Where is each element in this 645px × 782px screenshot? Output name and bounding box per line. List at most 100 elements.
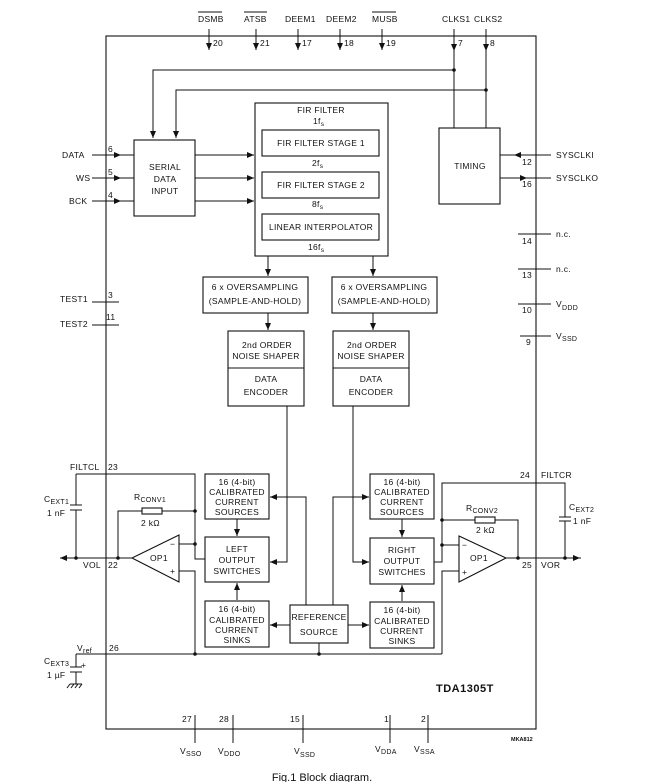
- bottom-pins: 27 VSSO 28 VDDO 15 VSSD 1 VDDA 2 VSSA: [180, 714, 435, 759]
- svg-text:CEXT3: CEXT3: [44, 656, 69, 668]
- svg-text:RCONV2: RCONV2: [466, 503, 498, 515]
- svg-text:CURRENT: CURRENT: [215, 497, 259, 507]
- pin-number: 7: [458, 38, 463, 48]
- pin-number: 13: [522, 270, 532, 280]
- opamp-right: [458, 535, 508, 583]
- svg-text:CALIBRATED: CALIBRATED: [209, 487, 265, 497]
- pin-number: 14: [522, 236, 532, 246]
- svg-text:RCONV1: RCONV1: [134, 492, 166, 504]
- pin-number: 16: [522, 179, 532, 189]
- right-current-sources: 16 (4-bit) CALIBRATED CURRENT SOURCES: [369, 473, 435, 520]
- left-output-switches: LEFT OUTPUT SWITCHES: [204, 536, 270, 583]
- pin-number: 12: [522, 157, 532, 167]
- pin-dsmb: DSMB 20: [198, 11, 224, 50]
- svg-text:VSSD: VSSD: [556, 331, 577, 343]
- svg-text:28: 28: [219, 714, 229, 724]
- pin-deem1: DEEM1 17: [285, 14, 315, 50]
- clock-routing: [150, 68, 488, 138]
- svg-text:2: 2: [421, 714, 426, 724]
- pin-number: 9: [526, 337, 531, 347]
- timing-block: [438, 127, 501, 205]
- pin-label: n.c.: [556, 229, 571, 239]
- vref-section: Vref 26 + CEXT3 1 µF: [44, 643, 442, 689]
- svg-text:Vref: Vref: [77, 643, 92, 655]
- svg-text:16 (4-bit): 16 (4-bit): [218, 604, 255, 614]
- svg-text:SINKS: SINKS: [223, 635, 250, 645]
- svg-text:SOURCES: SOURCES: [215, 507, 259, 517]
- pin-number: 22: [108, 560, 118, 570]
- svg-text:RIGHT: RIGHT: [388, 545, 416, 555]
- oversampling-left: [202, 276, 309, 314]
- pin-number: 20: [213, 38, 223, 48]
- svg-text:VSSO: VSSO: [180, 746, 202, 758]
- pin-label: TEST1: [60, 294, 88, 304]
- svg-text:1 nF: 1 nF: [47, 508, 65, 518]
- svg-text:REFERENCE: REFERENCE: [291, 612, 346, 622]
- pin-number: 3: [108, 290, 113, 300]
- pin-number: 17: [302, 38, 312, 48]
- svg-text:ENCODER: ENCODER: [349, 387, 394, 397]
- block-label: (SAMPLE-AND-HOLD): [209, 296, 301, 306]
- left-current-sources: 16 (4-bit) CALIBRATED CURRENT SOURCES: [204, 473, 270, 520]
- svg-text:VSSD: VSSD: [294, 746, 315, 759]
- svg-text:CALIBRATED: CALIBRATED: [374, 487, 430, 497]
- pin-label: BCK: [69, 196, 87, 206]
- svg-text:CALIBRATED: CALIBRATED: [209, 615, 265, 625]
- pin-label: CLKS1: [442, 14, 470, 24]
- block-label: LINEAR INTERPOLATOR: [269, 222, 373, 232]
- pin-number: 19: [386, 38, 396, 48]
- svg-text:NOISE SHAPER: NOISE SHAPER: [337, 351, 404, 361]
- arrow-icon: [451, 44, 457, 51]
- pin-clks1: CLKS1 7: [442, 14, 470, 128]
- pin-number: 23: [108, 462, 118, 472]
- svg-text:+: +: [462, 567, 467, 577]
- pin-label: TEST2: [60, 319, 88, 329]
- svg-text:CEXT2: CEXT2: [569, 502, 594, 514]
- right-current-sinks: 16 (4-bit) CALIBRATED CURRENT SINKS: [369, 601, 435, 649]
- block-label: FIR FILTER STAGE 2: [277, 180, 365, 190]
- block-label: DATA: [154, 174, 177, 184]
- svg-text:16 (4-bit): 16 (4-bit): [383, 605, 420, 615]
- arrow-icon: [60, 555, 67, 561]
- pin-number: 6: [108, 144, 113, 154]
- svg-text:−: −: [170, 539, 175, 549]
- svg-text:OP1: OP1: [150, 553, 168, 563]
- noise-shaper-left: 2nd ORDER NOISE SHAPER DATA ENCODER: [227, 330, 305, 407]
- pin-number: 4: [108, 190, 113, 200]
- test-pins: TEST1 3 TEST2 11: [60, 290, 119, 329]
- pin-label: n.c.: [556, 264, 571, 274]
- svg-text:2 kΩ: 2 kΩ: [141, 518, 160, 528]
- pin-number: 8: [490, 38, 495, 48]
- right-pins: SYSCLKI 12 SYSCLKO 16 n.c. 14 n.c. 13 VD…: [500, 150, 598, 347]
- block-label: (SAMPLE-AND-HOLD): [338, 296, 430, 306]
- serial-data-input-block: [133, 139, 196, 217]
- svg-text:SOURCES: SOURCES: [380, 507, 424, 517]
- svg-text:SOURCE: SOURCE: [300, 627, 338, 637]
- pin-label: DSMB: [198, 14, 224, 24]
- pin-label: SYSCLKI: [556, 150, 594, 160]
- right-output-stage: 24 FILTCR CEXT2 1 nF RCONV2 2 kΩ OP1 − +…: [434, 470, 594, 654]
- svg-text:16 (4-bit): 16 (4-bit): [218, 477, 255, 487]
- svg-text:+: +: [81, 660, 86, 670]
- svg-text:2nd ORDER: 2nd ORDER: [347, 340, 397, 350]
- drawing-code: MKA812: [511, 737, 533, 743]
- pin-label: DEEM2: [326, 14, 357, 24]
- pin-number: 18: [344, 38, 354, 48]
- svg-text:2nd ORDER: 2nd ORDER: [242, 340, 292, 350]
- chip-name: TDA1305T: [436, 683, 494, 695]
- pin-number: 21: [260, 38, 270, 48]
- left-output-stage: FILTCL 23 CEXT1 1 nF RCONV1 2 kΩ OP1 − +…: [44, 462, 205, 654]
- block-label: FIR FILTER STAGE 1: [277, 138, 365, 148]
- block-label: INPUT: [152, 186, 179, 196]
- svg-text:VDDA: VDDA: [375, 744, 397, 756]
- svg-text:2 kΩ: 2 kΩ: [476, 525, 495, 535]
- pin-label: FILTCL: [70, 462, 100, 472]
- pin-label: VOL: [83, 560, 101, 570]
- resistor-rconv2: [474, 516, 496, 524]
- svg-text:16 (4-bit): 16 (4-bit): [383, 477, 420, 487]
- svg-text:1fs: 1fs: [313, 116, 325, 128]
- fir-filter-block: FIR FILTER 1fs FIR FILTER STAGE 1 2fs FI…: [254, 102, 389, 257]
- pin-number: 10: [522, 305, 532, 315]
- svg-text:2fs: 2fs: [312, 158, 324, 170]
- svg-text:SWITCHES: SWITCHES: [213, 566, 260, 576]
